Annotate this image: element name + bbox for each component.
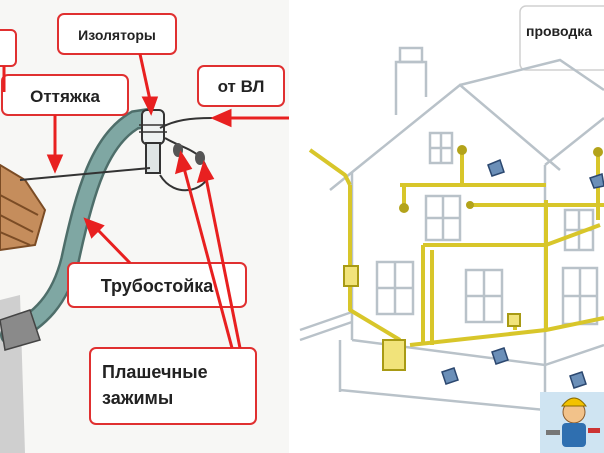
meter-box <box>343 265 359 287</box>
arrow-clamps-1 <box>182 167 234 349</box>
lamp-2 <box>589 173 604 189</box>
lamp-1 <box>487 158 505 177</box>
label-insulators: Изоляторы <box>78 27 156 43</box>
label-riser: Трубостойка <box>101 276 215 296</box>
ground-shadow <box>299 310 353 342</box>
label-guy-wire: Оттяжка <box>30 87 100 106</box>
overhead-line <box>159 117 213 129</box>
chimney-top <box>398 46 424 64</box>
lamp-5 <box>569 371 587 389</box>
window-lower-3-frame <box>563 268 597 324</box>
riser-pipe <box>2 110 156 343</box>
right-gable-edge <box>544 117 604 166</box>
callout-riser: Трубостойка <box>67 262 247 308</box>
window-lower-1-frame <box>377 262 413 314</box>
arrow-clamps-2-head <box>196 160 215 184</box>
ground-floor-line <box>351 338 604 367</box>
label-clamps-line2: зажимы <box>102 388 173 408</box>
arrows <box>2 53 290 349</box>
window-lower-2-frame <box>466 270 502 322</box>
right-panel: проводка <box>292 0 604 453</box>
right-roof <box>459 58 604 92</box>
arrow-riser <box>94 226 132 265</box>
pipe-bracket <box>0 309 41 351</box>
arrow-insulators <box>138 53 152 101</box>
wiring <box>308 148 604 347</box>
junction-mid <box>466 201 474 209</box>
callout-cut-off <box>0 29 17 67</box>
electrician-mascot-icon <box>540 392 604 453</box>
junction-attic <box>457 145 467 155</box>
panel-divider <box>289 0 293 453</box>
service-entry-wire <box>308 148 352 186</box>
lamps <box>441 158 604 389</box>
junction-right <box>593 147 603 157</box>
window-upper-left-frame <box>426 196 460 240</box>
left-panel: Изоляторы Оттяжка от ВЛ Трубостойка Плаш… <box>0 0 290 453</box>
junction-upper <box>399 203 409 213</box>
arrow-clamps-1-head <box>174 150 193 175</box>
callout-insulators: Изоляторы <box>57 13 177 55</box>
callout-guy-wire: Оттяжка <box>1 74 129 116</box>
window-attic-frame <box>430 133 452 163</box>
arrow-guy-wire-head <box>46 154 64 174</box>
caption-text: проводка <box>526 23 592 39</box>
lamp-3 <box>441 367 459 385</box>
wiring-fixtures <box>343 145 603 371</box>
clamp-2 <box>195 151 205 165</box>
guy-wire <box>19 167 151 181</box>
label-clamps-line1: Плашечные <box>102 362 208 382</box>
arrow-insulators-head <box>141 96 159 116</box>
callout-clamps: Плашечные зажимы <box>89 347 257 425</box>
callout-from-line: от ВЛ <box>197 65 285 107</box>
arrow-from-line-head <box>210 108 232 128</box>
label-from-line: от ВЛ <box>218 77 265 96</box>
arrow-clamps-2 <box>204 177 242 349</box>
arrow-riser-head <box>83 217 105 239</box>
junction-box <box>507 313 521 327</box>
distribution-panel <box>382 339 406 371</box>
lamp-4 <box>491 347 509 365</box>
caption-box: проводка <box>519 5 604 71</box>
roof-planks <box>0 194 39 246</box>
